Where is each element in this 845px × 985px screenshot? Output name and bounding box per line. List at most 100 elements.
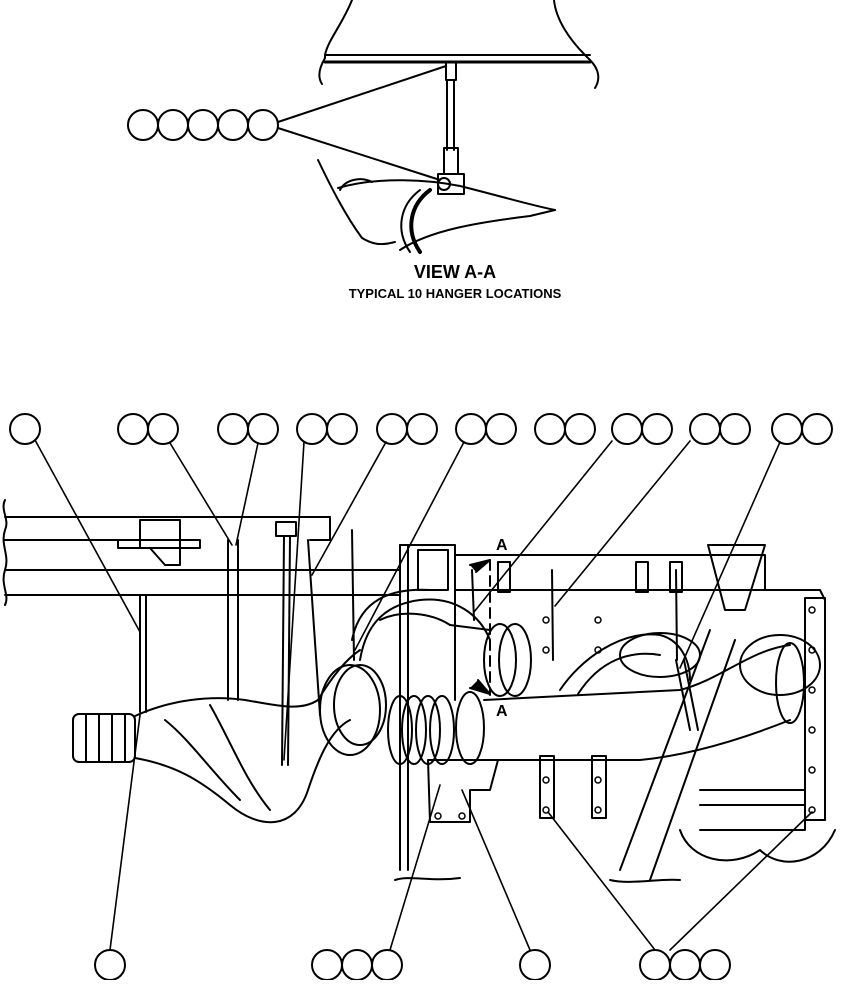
pipe-branch-inner (577, 652, 661, 695)
callout-bubble (611, 413, 643, 445)
pipe-main-top (483, 644, 791, 701)
detail-clamp-band (400, 189, 421, 253)
pipe-lower-inner (209, 704, 271, 811)
callout-bubble (187, 109, 219, 141)
main-assembly (2, 499, 836, 883)
view-callout-group (127, 109, 279, 141)
coupler-ring (429, 695, 455, 765)
callout-bubble (117, 413, 149, 445)
mount-pad (417, 549, 449, 591)
callouts-top-row (9, 413, 833, 445)
callout-bubble (247, 413, 279, 445)
support-leg (619, 629, 711, 871)
bracket-holes (434, 606, 816, 820)
pipe-main-bottom (483, 719, 791, 761)
callout-bubble (534, 413, 566, 445)
callout-bubble (564, 413, 596, 445)
hanger-rod (307, 539, 321, 716)
crossmember-bracket-base (117, 539, 201, 549)
crossmember-bracket (139, 519, 181, 549)
coupler-ring (455, 691, 485, 765)
leader-line (277, 65, 447, 123)
leader-lines (34, 439, 813, 951)
bracket-slot (591, 755, 607, 819)
callout-bubble (127, 109, 159, 141)
coupler-ring (319, 664, 381, 756)
detail-clamp-band-2 (409, 188, 432, 254)
callout-bubble (157, 109, 189, 141)
callout-bubble (147, 413, 179, 445)
support-leg (649, 639, 736, 881)
pipe-upper-bottom (359, 598, 491, 661)
callout-bubble (217, 413, 249, 445)
upper-structure-right (553, 0, 600, 89)
pipe-branch (559, 633, 691, 691)
coupler-ring (401, 695, 427, 765)
pipe-upper-top (351, 588, 431, 641)
section-arrow-bottom (469, 679, 491, 695)
pipe-lower-bottom (134, 719, 351, 824)
callout-bubble (406, 413, 438, 445)
view-title: VIEW A-A (413, 262, 497, 282)
hanger-plate (275, 521, 297, 537)
coupler-ring (415, 695, 441, 765)
callout-bubble (519, 949, 551, 981)
callout-bubble (801, 413, 833, 445)
view-subtitle: TYPICAL 10 HANGER LOCATIONS (348, 286, 562, 301)
hanger-rod (287, 535, 291, 766)
section-arrow-top (469, 559, 491, 573)
view-a-a-detail (127, 0, 600, 254)
leader-line (277, 127, 441, 181)
detail-pipe-bottom (399, 209, 556, 251)
bracket-slot (669, 561, 683, 593)
section-label-top: A (496, 537, 508, 554)
callout-bubble (371, 949, 403, 981)
bracket-slot (635, 561, 649, 593)
hanger-rod (351, 529, 355, 661)
callout-bubble (771, 413, 803, 445)
callout-bubble (217, 109, 249, 141)
callout-bubble (247, 109, 279, 141)
support-plate (804, 597, 826, 821)
callout-bubble (699, 949, 731, 981)
pipe-outlet (775, 642, 805, 724)
callout-bubble (669, 949, 701, 981)
hanger-rod (675, 569, 678, 661)
callout-bubble (719, 413, 751, 445)
support-frame-outline (399, 544, 826, 831)
callout-bubble (311, 949, 343, 981)
outlet-ring (619, 632, 701, 678)
callout-bubble (9, 413, 41, 445)
callout-bubble (341, 949, 373, 981)
coupler-ring (483, 623, 517, 697)
pipe-lower-top (134, 697, 319, 717)
detail-pipe-outline (317, 159, 396, 246)
callout-bubble (689, 413, 721, 445)
callout-bubble (641, 413, 673, 445)
callout-bubble (376, 413, 408, 445)
callout-bubble (296, 413, 328, 445)
coupler-ring (387, 695, 413, 765)
hanger-rod (281, 535, 285, 766)
callout-bubble (455, 413, 487, 445)
hanger-strap (683, 659, 699, 731)
inlet-coupler (72, 713, 136, 763)
frame-rail-end (309, 516, 331, 541)
support-base-curve (394, 877, 461, 881)
upper-structure-outline (318, 0, 353, 85)
section-label-bottom: A (496, 703, 508, 720)
detail-pipe-top (337, 179, 556, 211)
hanger-strap (675, 659, 691, 731)
support-base-curve (609, 878, 681, 883)
callout-bubble (94, 949, 126, 981)
coupler-ring (333, 664, 387, 746)
outlet-ring (739, 634, 821, 696)
bracket-slot (497, 561, 511, 593)
crossmember-bracket-leg (149, 547, 181, 566)
bracket-slot (539, 755, 555, 819)
hanger-clamp (437, 173, 465, 195)
callout-bubble (326, 413, 358, 445)
frame-end-left (2, 499, 8, 606)
